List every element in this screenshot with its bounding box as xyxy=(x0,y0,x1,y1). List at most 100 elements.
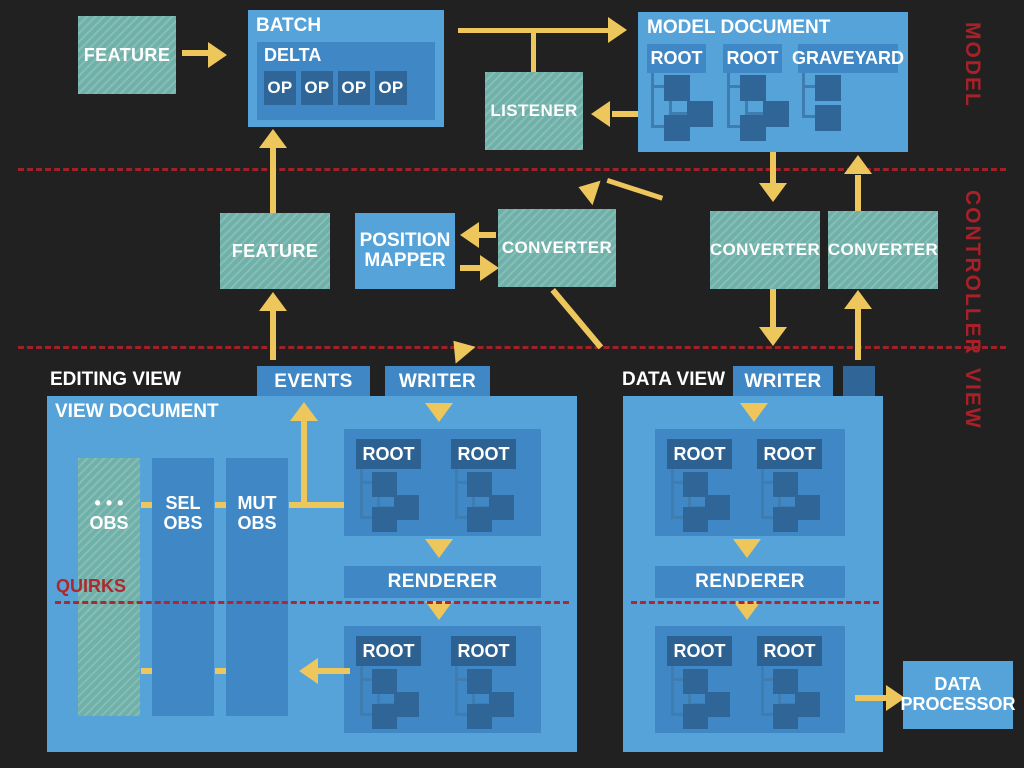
tree-node xyxy=(683,669,708,694)
tree-edge xyxy=(360,469,363,519)
data-view-extra-tab[interactable] xyxy=(843,366,875,397)
observer-column-sel[interactable]: SEL OBS xyxy=(152,458,214,716)
tree-edge xyxy=(778,497,781,509)
editing-root-chip-bottom-1[interactable]: ROOT xyxy=(451,636,516,666)
tree-edge xyxy=(377,497,380,509)
tree-node xyxy=(664,115,690,141)
tree-edge xyxy=(761,678,774,681)
editing-writer-tab[interactable]: WRITER xyxy=(385,366,490,397)
arrow-data-tree-to-renderer-head xyxy=(733,539,761,558)
editing-root-chip-top-1[interactable]: ROOT xyxy=(451,439,516,469)
root-label: ROOT xyxy=(457,443,510,464)
tree-edge xyxy=(651,125,665,128)
data-renderer-box[interactable]: RENDERER xyxy=(655,566,845,598)
converter-box-editing[interactable]: CONVERTER xyxy=(498,209,616,287)
arrow-dom-to-observers-shaft xyxy=(318,668,350,674)
tree-node xyxy=(683,472,708,497)
root-label: ROOT xyxy=(362,443,415,464)
arrow-ctrl-feature-to-batch-shaft xyxy=(270,148,276,228)
observer-column-other[interactable]: • • • OBS xyxy=(78,458,140,716)
graveyard-label: GRAVEYARD xyxy=(791,48,905,68)
observer-connector xyxy=(215,502,226,508)
model-document-box[interactable]: MODEL DOCUMENT ROOT ROOT GRAVEYARD xyxy=(638,12,908,152)
data-root-chip-top-1[interactable]: ROOT xyxy=(757,439,822,469)
editing-view-container: VIEW DOCUMENT • • • OBS SEL OBS MUT OBS … xyxy=(47,396,577,752)
converter-label: CONVERTER xyxy=(827,240,939,260)
data-processor-box[interactable]: DATA PROCESSOR xyxy=(900,661,1016,729)
listener-box[interactable]: LISTENER xyxy=(485,72,583,150)
editing-renderer-box[interactable]: RENDERER xyxy=(344,566,541,598)
editing-root-chip-bottom-0[interactable]: ROOT xyxy=(356,636,421,666)
tree-edge xyxy=(360,516,373,519)
tree-edge xyxy=(802,85,816,88)
model-graveyard-chip[interactable]: GRAVEYARD xyxy=(792,44,904,73)
arrow-writer-to-tree-head xyxy=(425,403,453,422)
arrow-renderer-to-dom-head xyxy=(425,601,453,620)
arrow-model-to-converter2-head xyxy=(759,183,787,202)
root-label: ROOT xyxy=(726,48,779,68)
editing-root-chip-top-0[interactable]: ROOT xyxy=(356,439,421,469)
tree-edge xyxy=(669,101,672,115)
model-root-chip-0[interactable]: ROOT xyxy=(647,44,706,73)
editing-events-tab[interactable]: EVENTS xyxy=(257,366,370,397)
root-label: ROOT xyxy=(763,640,816,661)
tree-edge xyxy=(455,481,468,484)
observer-connector xyxy=(141,668,152,674)
batch-title: BATCH xyxy=(256,15,322,36)
model-feature-label: FEATURE xyxy=(83,44,171,65)
tree-edge xyxy=(727,73,730,128)
data-view-title: DATA VIEW xyxy=(622,369,726,390)
data-root-chip-bottom-0[interactable]: ROOT xyxy=(667,636,732,666)
observer-line1: • • • xyxy=(94,493,124,513)
tree-edge xyxy=(745,112,764,115)
op-chip-0[interactable]: OP xyxy=(264,71,296,105)
tree-node xyxy=(467,704,492,729)
view-document-title: VIEW DOCUMENT xyxy=(55,401,219,422)
tree-edge xyxy=(472,694,475,706)
tree-edge xyxy=(761,481,774,484)
delta-box[interactable]: DELTA OP OP OP OP xyxy=(257,42,435,120)
controller-feature-box[interactable]: FEATURE xyxy=(220,213,330,289)
tree-node xyxy=(773,507,798,532)
events-label: EVENTS xyxy=(274,370,353,392)
model-feature-box[interactable]: FEATURE xyxy=(78,16,176,94)
op-chip-1[interactable]: OP xyxy=(301,71,333,105)
tree-node xyxy=(372,507,397,532)
layer-separator-controller-view xyxy=(18,346,1006,349)
arrow-converter-to-data-writer-shaft xyxy=(770,289,776,331)
editing-tree-panel-top: ROOT ROOT xyxy=(344,429,541,536)
converter-box-data-out[interactable]: CONVERTER xyxy=(710,211,820,289)
arrow-data-view-to-converter-head xyxy=(844,290,872,309)
converter-box-data-in[interactable]: CONVERTER xyxy=(828,211,938,289)
batch-box[interactable]: BATCH DELTA OP OP OP OP xyxy=(248,10,444,127)
arrow-converter-to-writer-head xyxy=(443,332,476,364)
tree-edge xyxy=(669,112,688,115)
data-root-chip-top-0[interactable]: ROOT xyxy=(667,439,732,469)
tree-node xyxy=(705,692,730,717)
arrow-mapper-to-converter-shaft xyxy=(460,265,482,271)
op-label: OP xyxy=(341,78,367,98)
arrow-data-renderer-to-dom-head xyxy=(733,601,761,620)
tree-edge xyxy=(360,713,373,716)
arrow-feature-to-batch-head xyxy=(208,42,227,68)
observer-line2: OBS xyxy=(89,512,129,533)
model-root-chip-1[interactable]: ROOT xyxy=(723,44,782,73)
data-root-chip-bottom-1[interactable]: ROOT xyxy=(757,636,822,666)
arrow-data-view-to-converter-shaft xyxy=(855,308,861,360)
layer-label-model: MODEL xyxy=(961,22,984,108)
arrow-converter-to-writer-shaft xyxy=(550,288,604,350)
op-chip-2[interactable]: OP xyxy=(338,71,370,105)
converter-label: CONVERTER xyxy=(501,238,613,258)
tree-edge xyxy=(377,694,380,706)
data-writer-tab[interactable]: WRITER xyxy=(733,366,833,397)
tree-edge xyxy=(455,713,468,716)
position-mapper-box[interactable]: POSITION MAPPER xyxy=(355,213,455,289)
tree-node xyxy=(815,75,841,101)
observer-column-mut[interactable]: MUT OBS xyxy=(226,458,288,716)
tree-edge xyxy=(651,73,654,128)
op-label: OP xyxy=(304,78,330,98)
arrow-tree-to-renderer-head xyxy=(425,539,453,558)
op-chip-3[interactable]: OP xyxy=(375,71,407,105)
tree-node xyxy=(467,472,492,497)
tree-node xyxy=(773,669,798,694)
